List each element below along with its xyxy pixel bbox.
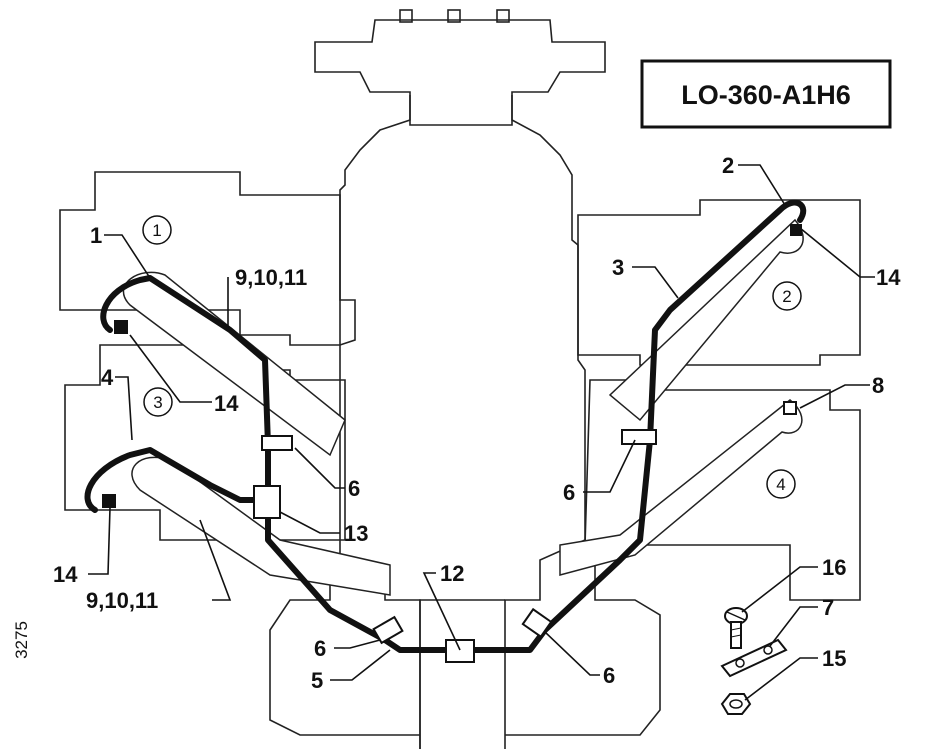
clamp-upper-left bbox=[261, 435, 293, 451]
callout-12: 12 bbox=[440, 561, 464, 586]
callout-8: 8 bbox=[872, 373, 884, 398]
screw-16-icon bbox=[724, 607, 748, 649]
callout-14-lower-left: 14 bbox=[53, 562, 78, 587]
callout-5: 5 bbox=[311, 668, 323, 693]
callout-4: 4 bbox=[101, 365, 114, 390]
tee-fitting-13 bbox=[253, 485, 281, 519]
cylinder-markers: 1 2 3 4 bbox=[142, 215, 802, 499]
callout-6-right-lower: 6 bbox=[603, 663, 615, 688]
callout-labels: 1 2 3 4 9,10,11 14 14 8 6 6 13 14 9,10,1… bbox=[53, 153, 901, 693]
callout-14-upper-left: 14 bbox=[214, 391, 239, 416]
clamp-lower-right bbox=[521, 607, 553, 639]
clamp-upper-right bbox=[621, 429, 657, 445]
clip-7-icon bbox=[720, 638, 788, 678]
figure-number: 3275 bbox=[12, 621, 31, 659]
callout-16: 16 bbox=[822, 555, 846, 580]
leader-lines bbox=[88, 164, 875, 701]
callout-15: 15 bbox=[822, 646, 846, 671]
clamp-lower-left bbox=[372, 615, 404, 645]
model-title: LO-360-A1H6 bbox=[681, 80, 851, 110]
cylinder-2-number: 2 bbox=[782, 287, 791, 306]
callout-6-right-upper: 6 bbox=[563, 480, 575, 505]
callout-1: 1 bbox=[90, 223, 102, 248]
callout-6-left-upper: 6 bbox=[348, 476, 360, 501]
callout-6-left-lower: 6 bbox=[314, 636, 326, 661]
fitting-14-upper-left bbox=[114, 320, 128, 334]
callout-13: 13 bbox=[344, 521, 368, 546]
cylinder-1-number: 1 bbox=[152, 221, 161, 240]
callout-7: 7 bbox=[822, 595, 834, 620]
engine-outline bbox=[59, 9, 861, 749]
hardware bbox=[102, 224, 802, 715]
callout-3: 3 bbox=[612, 255, 624, 280]
callout-14-right: 14 bbox=[876, 265, 901, 290]
fitting-14-lower-left bbox=[102, 494, 116, 508]
tee-fitting-12 bbox=[445, 639, 475, 663]
fitting-14-right bbox=[790, 224, 802, 236]
callout-9-10-11-upper: 9,10,11 bbox=[235, 265, 307, 290]
model-title-box: LO-360-A1H6 bbox=[640, 59, 892, 129]
cylinder-4-number: 4 bbox=[776, 475, 785, 494]
fitting-8-right bbox=[783, 401, 797, 415]
cylinder-3-number: 3 bbox=[153, 393, 162, 412]
callout-9-10-11-lower: 9,10,11 bbox=[86, 588, 158, 613]
nut-15-icon bbox=[720, 693, 752, 715]
callout-2: 2 bbox=[722, 153, 734, 178]
